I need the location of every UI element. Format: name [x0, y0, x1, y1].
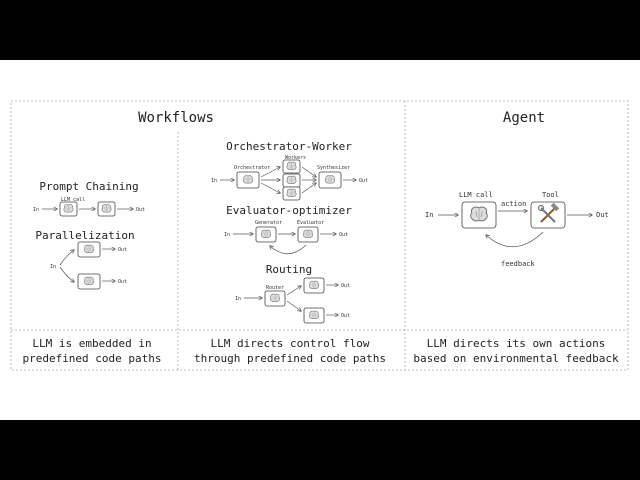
parallelization-diagram: Parallelization In Out Out	[35, 229, 135, 290]
agent-out: Out	[596, 211, 609, 219]
prompt-chaining-diagram: Prompt Chaining In LLM call Out	[33, 180, 145, 217]
caption-agent-line2: based on environmental feedback	[413, 352, 619, 365]
caption-middle-line2: through predefined code paths	[194, 352, 386, 365]
routing-title: Routing	[266, 263, 312, 276]
workflows-agents-diagram: Workflows Agent Prompt Chaining In LLM c…	[10, 100, 629, 371]
agent-feedback-label: feedback	[501, 260, 536, 268]
evaluator-optimizer-title: Evaluator-optimizer	[226, 204, 352, 217]
brain-icon	[470, 206, 488, 222]
orchestrator-label: Orchestrator	[234, 165, 270, 171]
brain-icon	[325, 175, 335, 184]
orchestrator-in: In	[211, 178, 217, 184]
evaluator-label: Evaluator	[297, 220, 324, 226]
generator-label: Generator	[255, 220, 282, 226]
evaluator-in: In	[224, 232, 230, 238]
brain-icon	[286, 188, 297, 197]
agent-in: In	[425, 211, 433, 219]
orchestrator-worker-diagram: Orchestrator-Worker In Orchestrator Work…	[211, 140, 368, 201]
caption-middle-line1: LLM directs control flow	[211, 337, 370, 350]
agent-llm-label: LLM call	[459, 191, 493, 199]
evaluator-optimizer-diagram: Evaluator-optimizer In Generator Evaluat…	[224, 204, 352, 255]
routing-diagram: Routing In Router Out Out	[235, 263, 350, 324]
routing-out-1: Out	[341, 283, 350, 289]
brain-icon	[270, 293, 280, 302]
brain-icon	[261, 229, 271, 238]
routing-in: In	[235, 296, 241, 302]
hammer-wrench-icon	[537, 202, 560, 223]
router-label: Router	[266, 285, 284, 291]
prompt-chaining-out: Out	[136, 207, 145, 213]
synthesizer-label: Synthesizer	[317, 165, 350, 171]
evaluator-out: Out	[339, 232, 348, 238]
orchestrator-worker-title: Orchestrator-Worker	[226, 140, 352, 153]
agent-title: Agent	[503, 110, 545, 126]
routing-out-2: Out	[341, 313, 350, 319]
parallelization-out-2: Out	[118, 279, 127, 285]
prompt-chaining-title: Prompt Chaining	[39, 180, 138, 193]
parallelization-in: In	[50, 264, 56, 270]
parallelization-out-1: Out	[118, 247, 127, 253]
brain-icon	[63, 204, 74, 213]
brain-icon	[84, 244, 94, 253]
outer-frame	[10, 100, 629, 371]
caption-left-line2: predefined code paths	[22, 352, 161, 365]
workflows-title: Workflows	[138, 110, 214, 126]
prompt-chaining-in: In	[33, 207, 39, 213]
parallelization-title: Parallelization	[35, 229, 134, 242]
agent-diagram: In LLM call action Tool Out feedback	[425, 191, 609, 268]
brain-icon	[309, 280, 319, 289]
brain-icon	[309, 310, 319, 319]
orchestrator-out: Out	[359, 178, 368, 184]
brain-icon	[286, 175, 297, 184]
caption-left-line1: LLM is embedded in	[32, 337, 151, 350]
brain-icon	[84, 276, 94, 285]
agent-action-label: action	[501, 200, 526, 208]
brain-icon	[243, 175, 253, 184]
brain-icon	[303, 229, 313, 238]
prompt-chaining-llm-label: LLM call	[61, 197, 85, 203]
workers-label: Workers	[285, 155, 306, 161]
diagram-canvas: Workflows Agent Prompt Chaining In LLM c…	[0, 60, 640, 420]
agent-tool-label: Tool	[542, 191, 559, 199]
caption-agent-line1: LLM directs its own actions	[427, 337, 606, 350]
brain-icon	[101, 204, 112, 213]
brain-icon	[286, 161, 297, 170]
